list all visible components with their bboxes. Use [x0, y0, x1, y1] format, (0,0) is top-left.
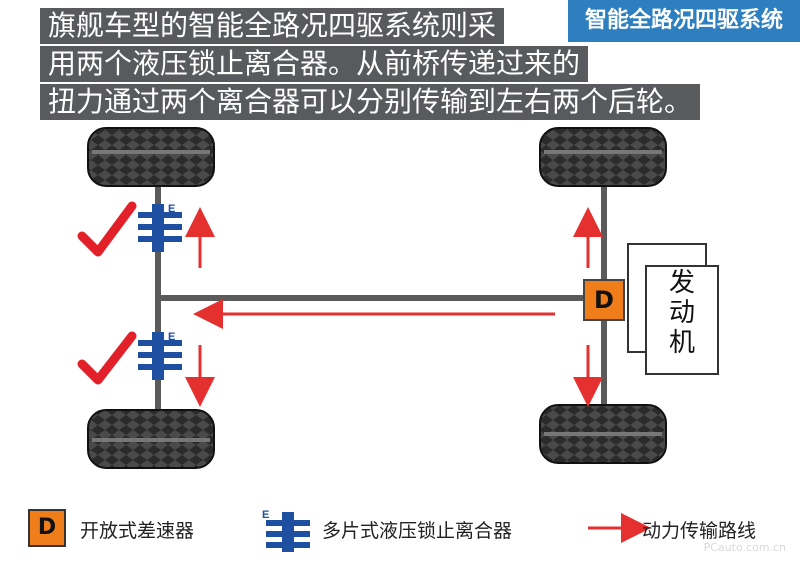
- wheel-rear-left: [87, 127, 215, 187]
- clutch-lower-label: E: [168, 331, 175, 343]
- wheel-rear-right: [87, 409, 215, 469]
- legend-clutch-symbol: E: [262, 509, 269, 521]
- wheel-front-right: [539, 404, 667, 464]
- legend-differential-text: 开放式差速器: [80, 520, 195, 542]
- caption-line-2: 用两个液压锁止离合器。从前桥传递过来的: [40, 46, 589, 82]
- corner-title: 智能全路况四驱系统: [568, 0, 800, 42]
- legend-arrow-text: 动力传输路线: [642, 520, 757, 542]
- check-upper-icon: [77, 201, 137, 257]
- clutch-lower: E: [138, 331, 182, 380]
- check-lower-icon: [77, 331, 137, 385]
- clutch-upper-label: E: [168, 203, 175, 215]
- legend-clutch-icon: E: [262, 509, 310, 552]
- legend-clutch-text: 多片式液压锁止离合器: [322, 520, 513, 542]
- differential-box: D: [583, 279, 625, 321]
- watermark: PCauto.com.cn: [703, 541, 786, 554]
- caption-line-3: 扭力通过两个离合器可以分别传输到左右两个后轮。: [40, 84, 701, 120]
- legend-differential-icon: D: [28, 509, 66, 547]
- clutch-upper: E: [138, 203, 182, 252]
- wheel-front-left: [539, 127, 667, 187]
- caption-line-1: 旗舰车型的智能全路况四驱系统则采: [40, 8, 505, 44]
- engine-box-front: [645, 265, 719, 375]
- engine-label: 发动机: [668, 268, 695, 358]
